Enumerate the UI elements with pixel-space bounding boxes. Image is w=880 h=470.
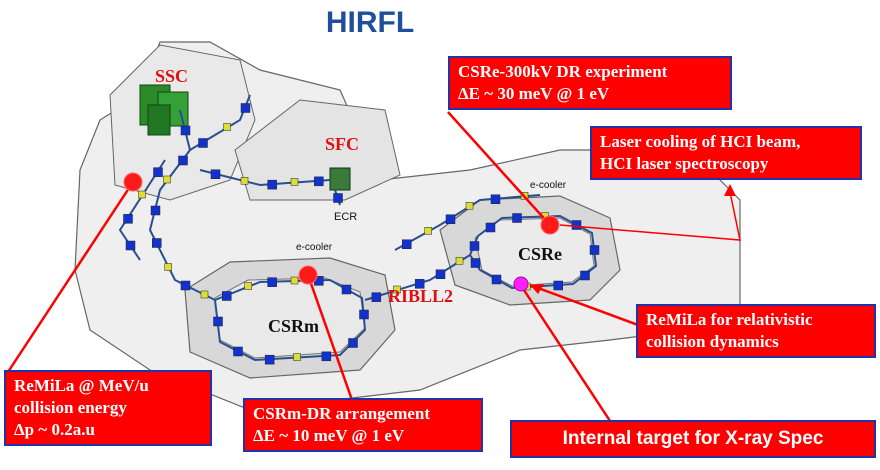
dipole-magnet [359, 309, 369, 320]
quadrupole-magnet [244, 282, 252, 290]
dipole-magnet [553, 280, 563, 291]
dipole-magnet [123, 214, 133, 224]
dipole-magnet [150, 205, 161, 216]
leader-csrm-dr [306, 274, 354, 401]
quadrupole-magnet [223, 123, 231, 131]
callout-line: CSRe-300kV DR experiment [458, 62, 668, 81]
csre-label: CSRe [518, 244, 562, 264]
dipole-magnet [264, 354, 275, 365]
ribll2-label: RIBLL2 [388, 286, 454, 306]
dipole-magnet [469, 241, 480, 251]
dipole-magnet [125, 240, 136, 251]
csre-ecooler-label: e-cooler [530, 180, 567, 191]
dipole-magnet [470, 258, 481, 268]
dipole-magnet [180, 280, 191, 291]
quadrupole-magnet [164, 263, 172, 271]
dipole-magnet [233, 346, 243, 357]
ssc-magnet [139, 84, 189, 136]
callout-laser-cooling: Laser cooling of HCI beam, HCI laser spe… [590, 126, 862, 180]
ssc-label: SSC [155, 66, 189, 86]
dipole-magnet [267, 179, 277, 190]
quadrupole-magnet [293, 353, 301, 361]
callout-line: ReMiLa for relativistic [646, 310, 813, 329]
dipole-magnet [240, 103, 251, 113]
callout-line: Laser cooling of HCI beam, [600, 132, 801, 151]
dipole-magnet [314, 176, 324, 187]
dipole-magnet [198, 138, 208, 148]
quadrupole-magnet [455, 257, 464, 265]
dipole-magnet [321, 351, 332, 362]
leader-target [518, 283, 614, 425]
callout-line: HCI laser spectroscopy [600, 154, 769, 173]
callout-csrm-dr: CSRm-DR arrangement ΔE ~ 10 meV @ 1 eV [243, 398, 483, 452]
dipole-magnet [341, 284, 352, 295]
dipole-magnet [589, 245, 600, 255]
dipole-magnet [210, 169, 221, 179]
dipole-magnet [153, 167, 163, 177]
dipole-magnet [491, 274, 502, 285]
dipole-magnet [222, 291, 232, 301]
beamline-segment [214, 278, 367, 362]
callout-remila-mev: ReMiLa @ MeV/u collision energy Δp ~ 0.2… [4, 370, 212, 446]
quadrupole-magnet [163, 175, 171, 184]
dipole-magnet [348, 338, 358, 348]
leader-laser [559, 191, 741, 241]
csrm-label: CSRm [268, 316, 320, 336]
sfc-magnet [329, 167, 351, 191]
ecr-label: ECR [334, 211, 358, 223]
quadrupole-magnet [240, 177, 249, 185]
dipole-magnet [580, 270, 590, 281]
dipole-magnet [180, 125, 191, 136]
marker-csre-ecooler [540, 215, 560, 235]
page-title: HIRFL [325, 6, 415, 39]
leader-remila-rel [529, 283, 639, 327]
dipole-magnet [485, 222, 496, 233]
quadrupole-magnet [290, 276, 299, 285]
beamline-segment [394, 194, 541, 251]
callout-internal-target: Internal target for X-ray Spec [510, 420, 876, 458]
remila-arrow-head [530, 284, 544, 294]
marker-internal-target [513, 276, 529, 292]
leader-lines [6, 111, 639, 425]
sfc-hall [234, 99, 401, 201]
dipole-magnet [512, 213, 522, 223]
quadrupole-magnet [138, 190, 146, 199]
dipole-magnet [152, 238, 162, 248]
quadrupole-magnet [465, 202, 474, 210]
sfc-label: SFC [325, 134, 360, 154]
callout-line: ΔE ~ 10 meV @ 1 eV [253, 426, 405, 445]
dipole-magnet [213, 316, 223, 327]
callout-line: ΔE ~ 30 meV @ 1 eV [458, 84, 610, 103]
quadrupole-magnet [393, 285, 401, 294]
dipole-magnet [402, 239, 412, 249]
leader-csre-dr [447, 111, 551, 226]
csrm-ecooler-label: e-cooler [296, 242, 333, 253]
callout-csre-dr: CSRe-300kV DR experiment ΔE ~ 30 meV @ 1… [448, 56, 732, 110]
dipole-magnet [435, 269, 446, 279]
dipole-magnet [490, 194, 501, 204]
marker-ssc-remila [123, 172, 143, 192]
laser-arrow-head [724, 184, 736, 196]
quadrupole-magnet [200, 290, 209, 299]
callout-remila-relativistic: ReMiLa for relativistic collision dynami… [636, 304, 876, 358]
callout-line: Δp ~ 0.2a.u [14, 420, 95, 439]
callout-line: ReMiLa @ MeV/u [14, 376, 149, 395]
dipole-magnet [445, 214, 456, 224]
callout-line: collision dynamics [646, 332, 779, 351]
quadrupole-magnet [290, 178, 299, 186]
dipole-magnet [371, 292, 382, 302]
quadrupole-magnet [424, 227, 432, 235]
marker-csrm-ecooler [298, 265, 318, 285]
dipole-magnet [414, 279, 425, 289]
dipole-magnet [178, 155, 188, 166]
callout-line: Internal target for X-ray Spec [562, 428, 824, 449]
callout-line: collision energy [14, 398, 127, 417]
dipole-magnet [333, 193, 343, 203]
leader-remila-mev [6, 181, 135, 373]
dipole-magnet [267, 277, 277, 287]
dipole-magnet [571, 220, 582, 230]
callout-line: CSRm-DR arrangement [253, 404, 431, 423]
